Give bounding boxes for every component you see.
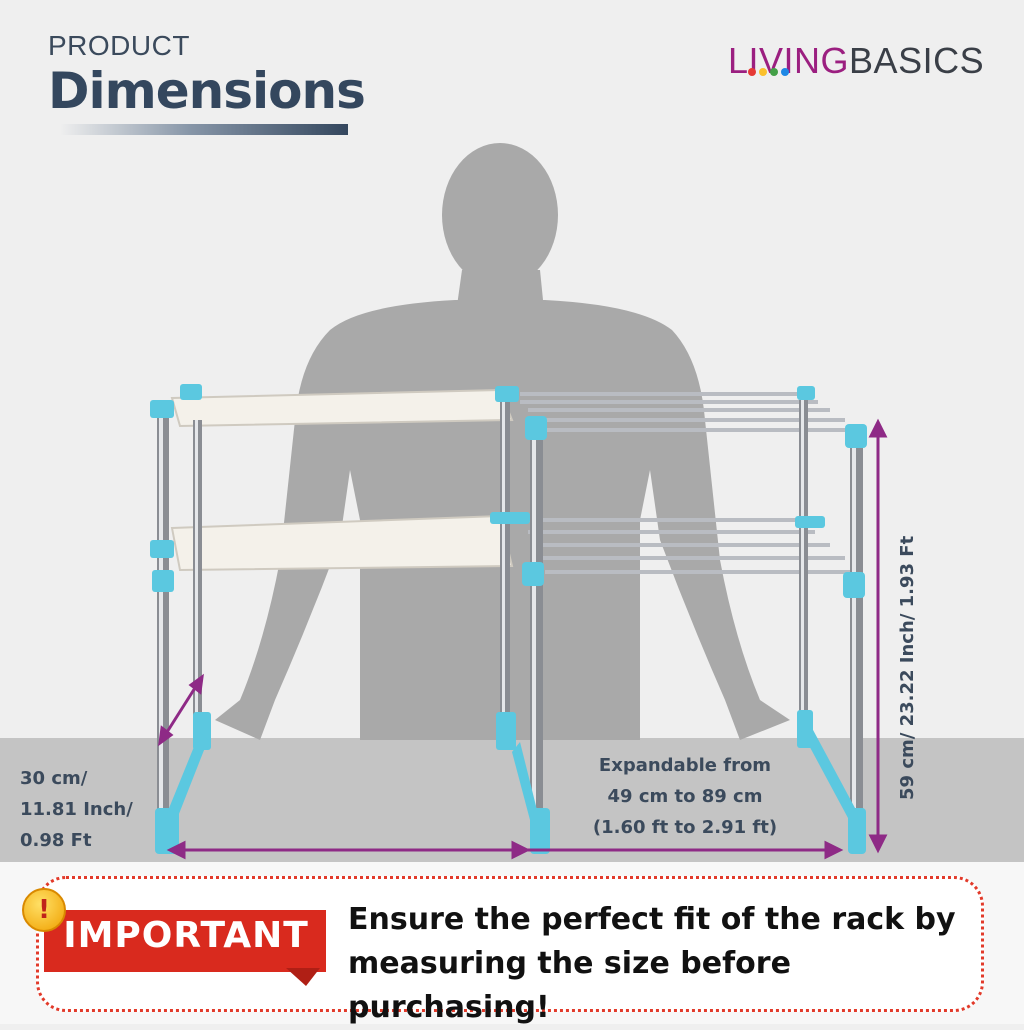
logo-dot-yellow bbox=[759, 68, 767, 76]
left-foot-bar bbox=[165, 732, 208, 824]
rack bbox=[150, 384, 867, 854]
width-arrow-right-head bbox=[824, 840, 844, 860]
width-arrow-mid-head bbox=[511, 840, 531, 860]
product-illustration bbox=[150, 143, 888, 860]
warning-icon: ! bbox=[22, 888, 66, 932]
brand-name-basics: BASICS bbox=[849, 40, 985, 81]
width-dimension-label: Expandable from 49 cm to 89 cm (1.60 ft … bbox=[570, 750, 800, 843]
page-title: Dimensions bbox=[48, 62, 366, 120]
notice-line-2: measuring the size before purchasing! bbox=[348, 946, 791, 1025]
badge-tail bbox=[286, 968, 320, 986]
depth-line-1: 30 cm/ bbox=[20, 768, 88, 789]
width-line-2: 49 cm to 89 cm bbox=[607, 786, 763, 807]
rack-legs bbox=[157, 395, 863, 830]
dimension-arrows bbox=[158, 418, 888, 860]
logo-dot-red bbox=[748, 68, 756, 76]
depth-arrow-top-head bbox=[188, 673, 204, 695]
important-badge bbox=[44, 910, 326, 972]
logo-dot-blue bbox=[781, 68, 789, 76]
right-foot-bar bbox=[798, 715, 855, 818]
middle-foot-bar bbox=[512, 742, 537, 820]
width-arrow-left-head bbox=[166, 840, 186, 860]
width-line-3: (1.60 ft to 2.91 ft) bbox=[592, 817, 778, 838]
width-line-1: Expandable from bbox=[598, 755, 772, 776]
height-arrow-top-head bbox=[868, 418, 888, 438]
notice-message: Ensure the perfect fit of the rack by me… bbox=[348, 898, 988, 1030]
notice-line-1: Ensure the perfect fit of the rack by bbox=[348, 902, 956, 937]
depth-arrow-line bbox=[160, 679, 202, 741]
depth-arrow-bottom-head bbox=[158, 725, 174, 747]
top-rods bbox=[520, 392, 852, 432]
brand-logo: LIVINGBASICS bbox=[728, 40, 984, 82]
depth-line-3: 0.98 Ft bbox=[20, 830, 92, 851]
depth-dimension-label: 30 cm/ 11.81 Inch/ 0.98 Ft bbox=[20, 763, 190, 856]
height-arrow-bottom-head bbox=[868, 834, 888, 854]
logo-dot-green bbox=[770, 68, 778, 76]
middle-shelf-board bbox=[170, 514, 514, 572]
top-shelf-board bbox=[170, 388, 514, 428]
eyebrow-text: PRODUCT bbox=[48, 30, 190, 61]
title-underline bbox=[60, 124, 348, 135]
height-dimension-label: 59 cm/ 23.22 Inch/ 1.93 Ft bbox=[897, 535, 918, 800]
important-badge-text: IMPORTANT bbox=[63, 915, 309, 956]
depth-line-2: 11.81 Inch/ bbox=[20, 799, 133, 820]
